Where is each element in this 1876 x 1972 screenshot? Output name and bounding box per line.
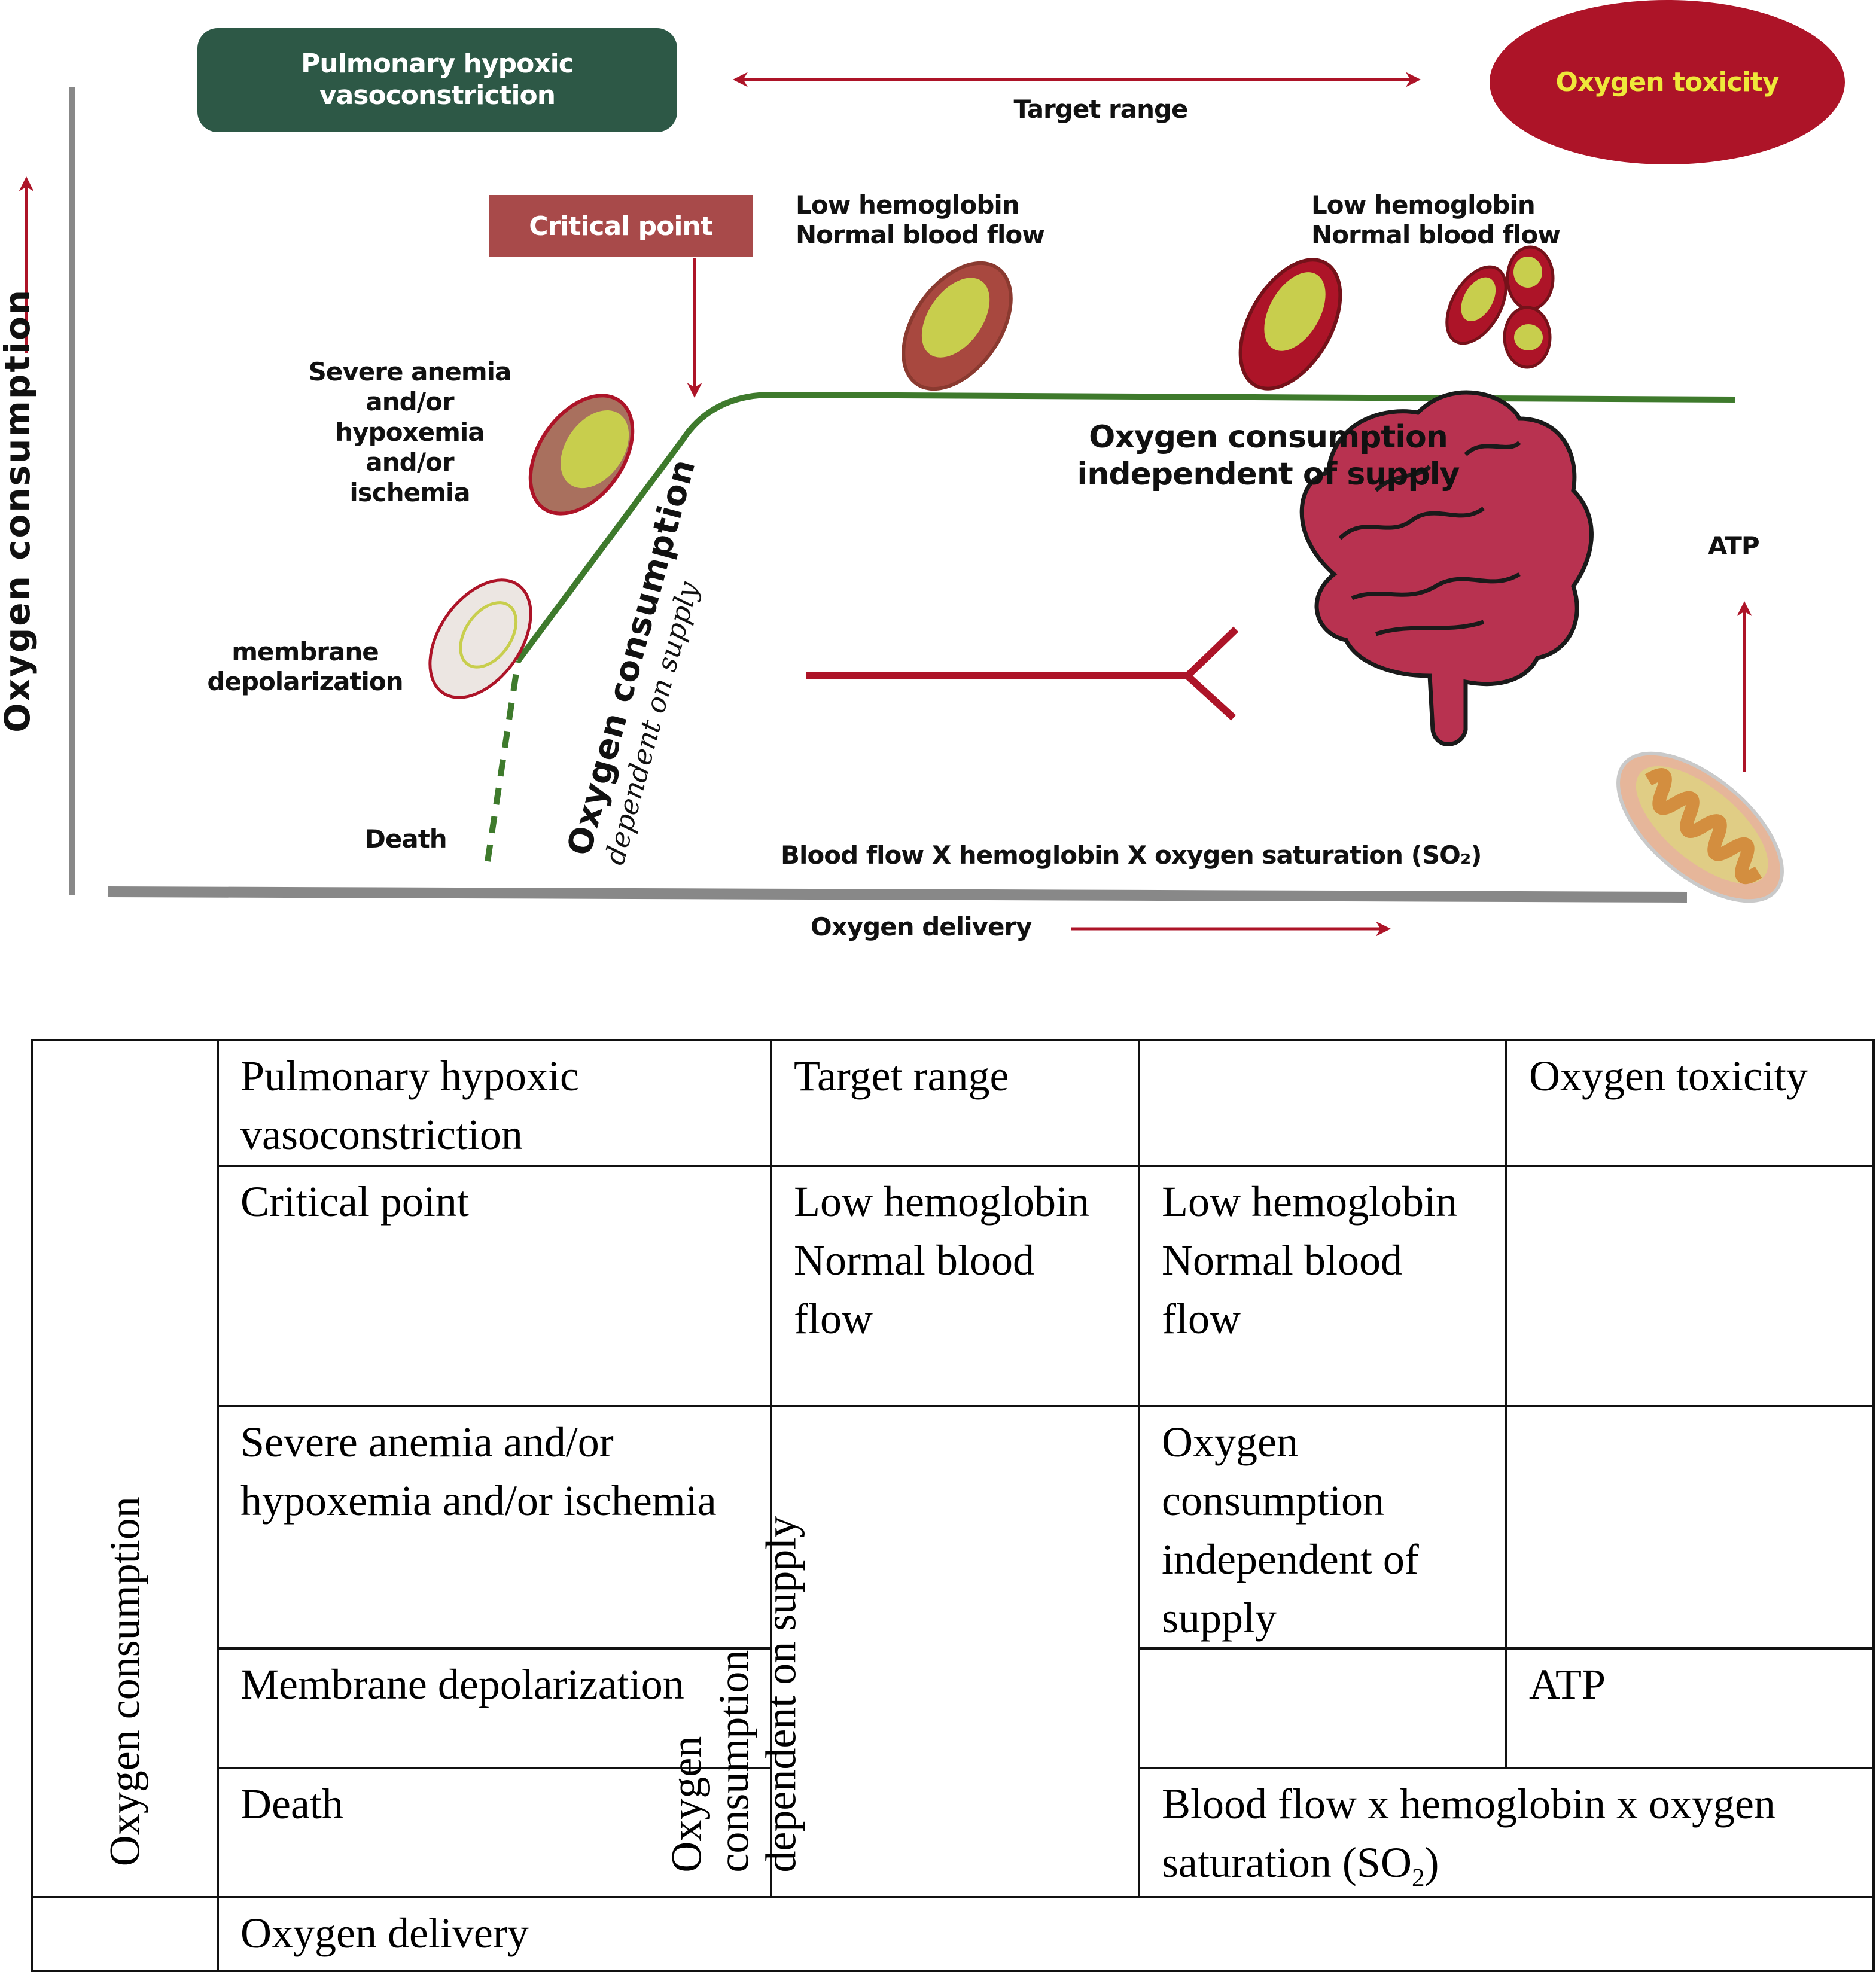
membrane-depolarization-label: membrane depolarization (179, 637, 431, 697)
x-axis-cell: Oxygen delivery (217, 1896, 1875, 1972)
and-or-line: and/or (366, 447, 454, 477)
critical-point-box: Critical point (489, 195, 753, 257)
hypoxemia-line: hypoxemia (335, 417, 485, 447)
y-axis-cell-text: Oxygen consumption (100, 1496, 149, 1867)
rbc-low-hemoglobin-icon (902, 261, 1013, 391)
transcription-table: Oxygen consumption Pulmonary hypoxic vas… (31, 1038, 1875, 1972)
rbc-severe-anemia-icon (528, 394, 635, 516)
table-cell: ATP (1505, 1647, 1875, 1770)
x-axis-line (107, 886, 1688, 903)
mitochondrion-icon (1616, 751, 1784, 903)
table-cell (1505, 1404, 1875, 1650)
low-hemoglobin-line: Low hemoglobin (796, 190, 1020, 220)
vertical-line-2: consumption (709, 1650, 758, 1873)
oxygen-delivery-diagram: Pulmonary hypoxic vasoconstriction Criti… (0, 0, 1845, 941)
table-cell: Low hemoglobin Normal blood flow (770, 1164, 1140, 1407)
table-cell (1138, 1647, 1508, 1770)
table-cell: Oxygen toxicity (1505, 1039, 1875, 1167)
normal-blood-flow-line: Normal blood flow (1311, 220, 1561, 250)
severe-anemia-label: Severe anemia and/or hypoxemia and/or is… (287, 357, 532, 508)
independent-line-2: independent of supply (1077, 456, 1460, 493)
diagram-graphics (19, 72, 1784, 937)
table-cell-empty (31, 1896, 219, 1972)
table-row: Membrane depolarization ATP (32, 1647, 1875, 1770)
independent-of-supply-label: Oxygen consumption independent of supply (1029, 419, 1508, 493)
normal-blood-flow-line: Normal blood flow (796, 220, 1045, 250)
vertical-line-1: Oxygen (662, 1736, 711, 1873)
formula-text: Blood flow x hemoglobin x oxygen saturat… (1162, 1780, 1776, 1887)
pulmonary-hypoxic-vasoconstriction-label: Pulmonary hypoxic vasoconstriction (301, 48, 574, 111)
death-dashed-line (485, 660, 521, 862)
rbc-membrane-depolarization-icon (428, 578, 532, 699)
independent-line-1: Oxygen consumption (1089, 419, 1448, 455)
table-cell: Pulmonary hypoxic vasoconstriction (217, 1039, 772, 1167)
table-row: Oxygen delivery (31, 1896, 1875, 1972)
table-cell: Death (217, 1767, 772, 1899)
table-cell: Low hemoglobin Normal blood flow (1138, 1164, 1508, 1407)
target-range-label: Target range (1013, 95, 1188, 124)
table-cell (1505, 1164, 1875, 1407)
oxygen-toxicity-label: Oxygen toxicity (1555, 67, 1779, 97)
table-cell: Membrane depolarization (217, 1647, 772, 1770)
and-or-line: and/or (366, 387, 454, 417)
dependent-on-supply-cell-text: Oxygen consumption dependent on supply (662, 1516, 805, 1873)
critical-point-label: Critical point (529, 211, 713, 242)
dependent-on-supply-cell: Oxygen consumption dependent on supply (662, 1404, 1140, 1899)
brain-connector-icon (806, 626, 1239, 721)
table-cell: Target range (770, 1039, 1140, 1167)
formula-close: ) (1424, 1839, 1439, 1887)
low-hemoglobin-line: Low hemoglobin (1311, 190, 1536, 220)
depolarization-line: depolarization (207, 667, 403, 697)
pulmonary-hypoxic-vasoconstriction-box: Pulmonary hypoxic vasoconstriction (197, 28, 677, 132)
formula-cell: Blood flow x hemoglobin x oxygen saturat… (1138, 1767, 1875, 1899)
vertical-line-3: dependent on supply (757, 1516, 805, 1873)
y-axis-cell: Oxygen consumption (31, 1038, 219, 1899)
rbc-group-low-hemoglobin-icon (1238, 245, 1555, 391)
table-row: Oxygen consumption Pulmonary hypoxic vas… (31, 1038, 1875, 1899)
severe-anemia-line: Severe anemia (308, 357, 512, 386)
table-cell: Critical point (217, 1164, 772, 1407)
brain-icon (1299, 390, 1594, 746)
table-row: Death Blood flow x hemoglobin x oxygen s… (32, 1767, 1875, 1899)
atp-label: ATP (1708, 531, 1760, 560)
death-label: Death (365, 824, 447, 854)
membrane-line: membrane (232, 637, 379, 666)
oxygen-consumption-curve (515, 391, 1735, 663)
x-axis-label: Oxygen delivery (811, 912, 1033, 941)
table-cell (1138, 1039, 1508, 1167)
table-row: Severe anemia and/or hypoxemia and/or is… (32, 1404, 1875, 1899)
formula-subscript: 2 (1411, 1864, 1425, 1892)
low-hemoglobin-label-1: Low hemoglobin Normal blood flow (796, 190, 1045, 251)
oxygen-toxicity-ellipse: Oxygen toxicity (1490, 0, 1845, 164)
table-row: Critical point Low hemoglobin Normal blo… (32, 1164, 1875, 1407)
ischemia-line: ischemia (349, 477, 470, 507)
formula-label: Blood flow X hemoglobin X oxygen saturat… (781, 840, 1482, 870)
table-cell: Oxygen consumption independent of supply (1138, 1404, 1508, 1650)
y-axis-label: Oxygen consumption (0, 288, 38, 733)
low-hemoglobin-label-2: Low hemoglobin Normal blood flow (1311, 190, 1561, 251)
table-cell: Severe anemia and/or hypoxemia and/or is… (217, 1404, 772, 1650)
